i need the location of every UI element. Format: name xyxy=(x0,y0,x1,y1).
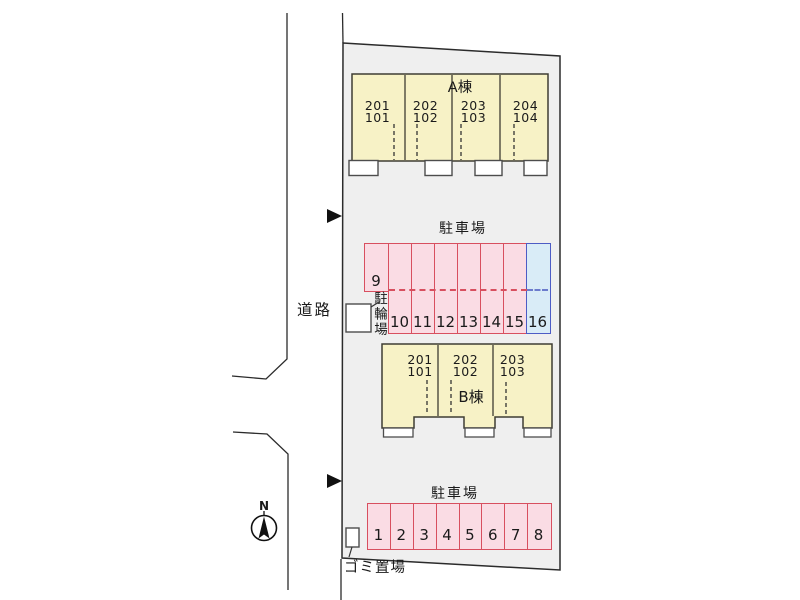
building-b-label: B棟 xyxy=(458,388,484,406)
garbage-pointer xyxy=(348,546,353,558)
upper-parking-dashed-line xyxy=(389,288,527,291)
parking-space-6 xyxy=(481,503,506,550)
unit-number-lower: 102 xyxy=(452,363,479,379)
unit-number-lower: 101 xyxy=(364,109,391,125)
unit-number-lower: 103 xyxy=(499,363,526,379)
building-a-label: A棟 xyxy=(447,80,473,96)
parking-space-number: 7 xyxy=(510,526,521,544)
road-edge-upper xyxy=(231,13,288,380)
building-a-entry-paths xyxy=(393,124,515,160)
unit-number-upper: 203 xyxy=(499,352,526,367)
road-label: 道路 xyxy=(297,301,333,319)
garbage-box xyxy=(345,527,360,548)
parking-space-4 xyxy=(435,503,461,550)
parking-space-number: 4 xyxy=(442,526,452,544)
parking-space-number: 8 xyxy=(533,526,544,544)
parking-space-number: 11 xyxy=(412,313,433,331)
parking-space-3 xyxy=(412,503,438,550)
parking-space-7 xyxy=(504,503,529,550)
boundary-extension-top xyxy=(341,12,344,44)
parking-space-number: 1 xyxy=(373,526,384,544)
building-a-entrance-steps xyxy=(348,159,548,177)
parking-space-number: 16 xyxy=(527,313,548,331)
upper-parking-label: 駐車場 xyxy=(439,221,487,237)
building-b-entrance-steps xyxy=(382,427,552,438)
parking-space-number: 12 xyxy=(435,313,456,331)
unit-number-upper: 202 xyxy=(412,98,439,113)
unit-number-lower: 101 xyxy=(407,363,433,379)
upper-parking-dashed-line-blue xyxy=(527,288,548,291)
road-edge-lower xyxy=(232,431,289,590)
parking-space-number: 6 xyxy=(488,526,498,544)
unit-number-upper: 201 xyxy=(407,352,433,367)
garbage-area-label: ゴミ置場 xyxy=(344,560,406,576)
parking-space-8 xyxy=(527,503,552,550)
unit-number-upper: 202 xyxy=(452,352,479,367)
building-a-outline xyxy=(351,73,549,162)
entrance-arrow-icon-upper xyxy=(327,209,342,223)
unit-number-lower: 102 xyxy=(412,109,439,125)
parking-space-number: 2 xyxy=(396,526,407,544)
bicycle-shed-label: 駐輪場 xyxy=(371,291,387,338)
building-b-entry-paths xyxy=(426,380,507,416)
parking-space-number: 10 xyxy=(389,313,410,331)
parking-space-number: 9 xyxy=(371,272,381,290)
bicycle-shed-pointer xyxy=(370,301,380,308)
lower-parking-label: 駐車場 xyxy=(431,486,479,502)
north-label: N xyxy=(258,499,270,513)
building-b-outline xyxy=(381,343,553,429)
bicycle-shed-box xyxy=(345,303,372,333)
parking-space-number: 3 xyxy=(419,526,429,544)
north-arrow-icon xyxy=(258,516,270,539)
unit-number-upper: 203 xyxy=(460,98,487,113)
parking-space-number: 13 xyxy=(458,313,479,331)
unit-number-upper: 201 xyxy=(364,98,391,113)
unit-number-lower: 103 xyxy=(460,109,487,125)
unit-number-lower: 104 xyxy=(512,109,539,125)
parking-space-number: 5 xyxy=(465,526,475,544)
unit-number-upper: 204 xyxy=(512,98,539,113)
parking-space-number: 14 xyxy=(481,313,502,331)
entrance-arrow-icon-lower xyxy=(327,474,342,488)
parking-space-number: 15 xyxy=(504,313,525,331)
